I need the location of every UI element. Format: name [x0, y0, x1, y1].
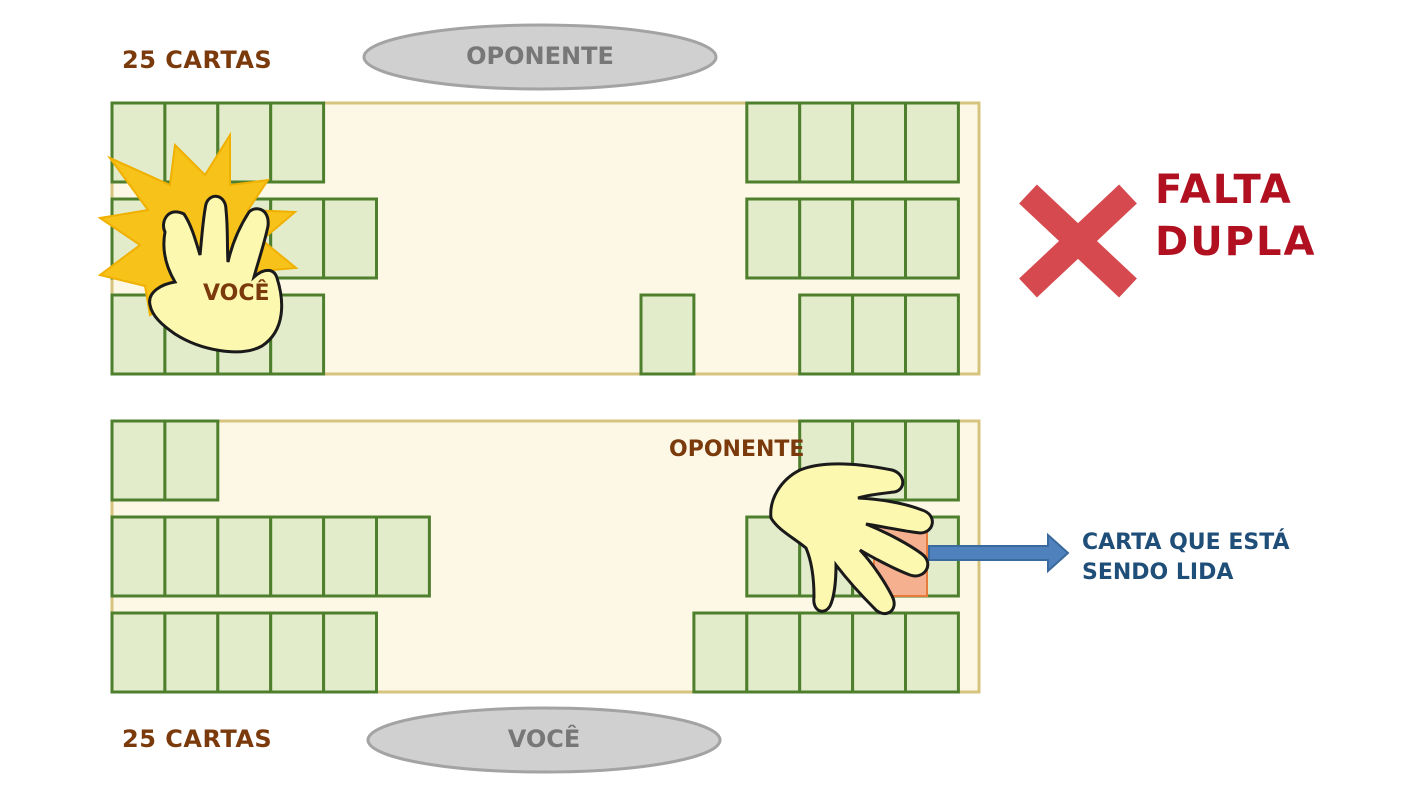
card [269, 101, 326, 184]
card [904, 611, 960, 694]
you-position-ellipse [366, 706, 722, 774]
foul-label-line2: DUPLA [1155, 219, 1317, 265]
card [110, 419, 167, 502]
card [322, 611, 379, 694]
bottom-card-count: 25 CARTAS [122, 725, 273, 753]
bottom-hand-label: OPONENTE [669, 437, 805, 462]
card [269, 515, 326, 598]
card [904, 197, 960, 280]
bottom-player-label: VOCÊ [507, 725, 581, 753]
callout-line1: CARTA QUE ESTÁ [1082, 530, 1290, 555]
card [163, 611, 220, 694]
top-hand-label: VOCÊ [203, 281, 270, 306]
card [745, 197, 802, 280]
callout-line2: SENDO LIDA [1082, 560, 1234, 585]
hand-icon [769, 462, 934, 615]
card [798, 101, 855, 184]
card [375, 515, 431, 598]
card [639, 293, 696, 376]
top-player-label: OPONENTE [466, 42, 614, 70]
card [798, 197, 855, 280]
card [745, 101, 802, 184]
card [851, 293, 907, 376]
card [692, 611, 749, 694]
card [269, 611, 326, 694]
card [163, 515, 220, 598]
card [745, 611, 802, 694]
card [216, 515, 273, 598]
x-mark-icon [1019, 184, 1137, 298]
card [216, 611, 273, 694]
opponent-position-ellipse [362, 23, 718, 91]
top-card-count: 25 CARTAS [122, 46, 273, 74]
arrow-right-icon [928, 532, 1070, 574]
card [110, 515, 167, 598]
card [798, 293, 855, 376]
card [904, 419, 960, 502]
card [851, 197, 907, 280]
hand-icon [148, 194, 284, 354]
card [322, 515, 379, 598]
card [163, 419, 220, 502]
card [851, 611, 907, 694]
card [110, 611, 167, 694]
card [904, 293, 960, 376]
foul-label-line1: FALTA [1155, 167, 1293, 213]
card [851, 101, 907, 184]
card [322, 197, 379, 280]
card [798, 611, 855, 694]
card [904, 101, 960, 184]
